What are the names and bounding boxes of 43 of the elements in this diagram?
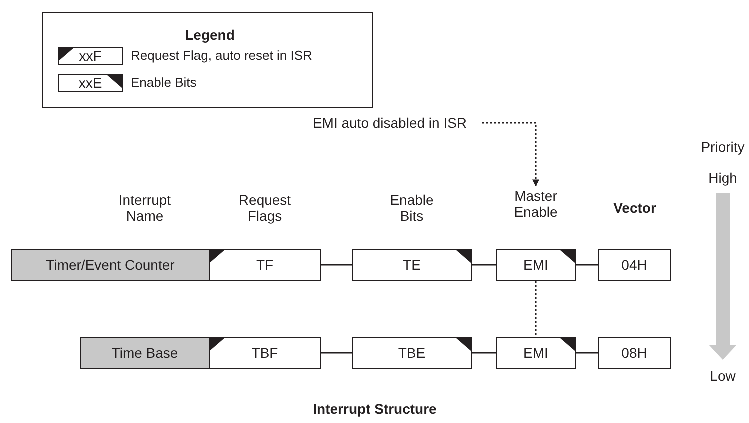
- box-label: 08H: [622, 345, 648, 361]
- connector-line: [472, 352, 496, 354]
- box-label: EMI: [524, 257, 548, 273]
- box-label: 04H: [622, 257, 648, 273]
- legend-sample-label: xxF: [79, 48, 102, 64]
- box-label: TBF: [252, 345, 278, 361]
- arrow: [482, 122, 540, 187]
- request-flag-box: [209, 337, 321, 369]
- enable-bit-box: [352, 249, 472, 281]
- box-label: EMI: [524, 345, 548, 361]
- column-header: Interrupt Name: [118, 192, 172, 224]
- column-header: Enable Bits: [389, 192, 435, 224]
- connector-line: [472, 264, 496, 266]
- axis-label: High: [708, 170, 738, 186]
- column-header: Vector: [612, 200, 658, 216]
- enable-bit-box: [496, 249, 576, 281]
- vector-box: [598, 249, 671, 281]
- box-label: TF: [256, 257, 274, 273]
- enable-bit-box: [496, 337, 576, 369]
- connector-line: [535, 281, 537, 337]
- box-label: Timer/Event Counter: [46, 257, 175, 273]
- annotation-text: Master Enable: [513, 188, 559, 220]
- legend-sample-label: xxE: [78, 76, 102, 90]
- connector-line: [321, 264, 352, 266]
- legend-text: Enable Bits: [131, 75, 197, 91]
- axis-label: Priority: [700, 139, 746, 155]
- box-label: TBE: [398, 345, 426, 361]
- axis-label: Low: [709, 368, 737, 384]
- connector-line: [576, 264, 598, 266]
- request-flag-box: [209, 249, 321, 281]
- interrupt-name-box: [80, 337, 210, 369]
- legend-title: Legend: [184, 27, 236, 43]
- column-header: Request Flags: [238, 192, 292, 224]
- connector-line: [321, 352, 352, 354]
- box-label: TE: [403, 257, 421, 273]
- box-label: Time Base: [112, 345, 178, 361]
- caption: Interrupt Structure: [312, 401, 438, 417]
- vector-box: [598, 337, 671, 369]
- connector-line: [576, 352, 598, 354]
- enable-bit-box: [352, 337, 472, 369]
- annotation-text: EMI auto disabled in ISR: [312, 115, 468, 131]
- legend-text: Request Flag, auto reset in ISR: [131, 48, 312, 64]
- interrupt-name-box: [11, 249, 210, 281]
